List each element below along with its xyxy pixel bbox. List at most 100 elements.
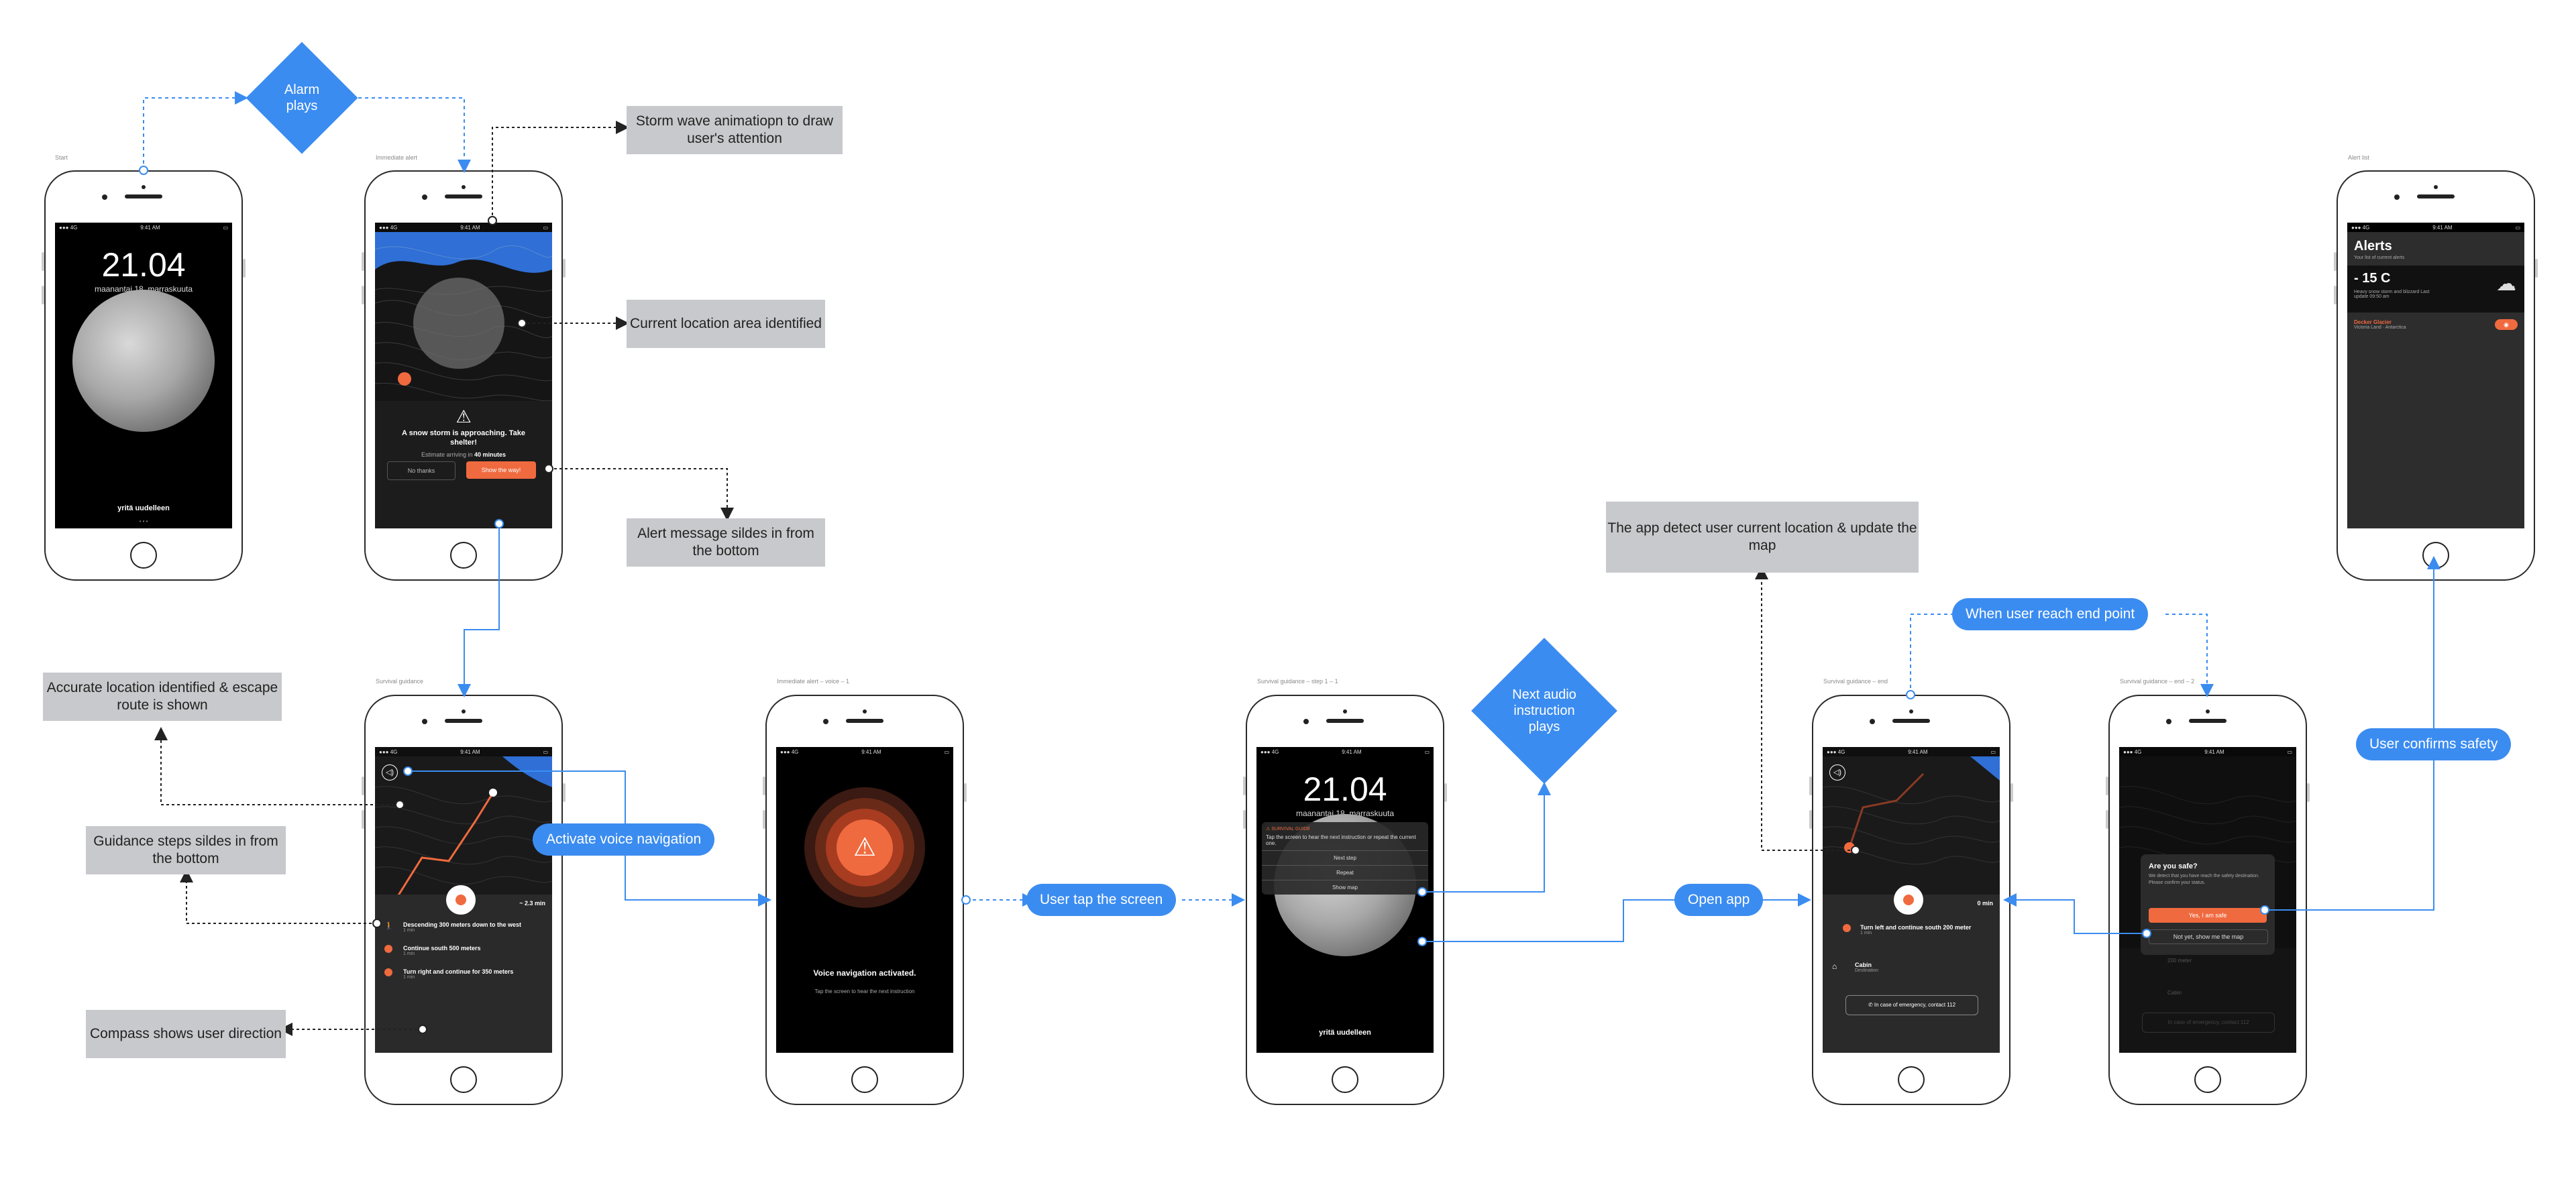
warning-icon: ⚠	[837, 819, 893, 876]
caption-alert-list: Alert list	[2348, 154, 2370, 161]
pill-confirms-safety: User confirms safety	[2356, 728, 2512, 760]
home-button[interactable]	[130, 542, 157, 569]
no-thanks-button[interactable]: No thanks	[387, 461, 455, 480]
dimmed-step: 200 meter	[2167, 958, 2192, 964]
guidance-sheet: ~ 2.3 min 🚶 Descending 300 meters down t…	[375, 885, 552, 1053]
note-accurate-location: Accurate location identified & escape ro…	[43, 673, 282, 721]
alarm-plays-label: Alarm plays	[284, 82, 320, 113]
note-app-detect: The app detect user current location & u…	[1606, 502, 1919, 573]
home-button[interactable]	[1332, 1066, 1358, 1093]
alert-sheet: ⚠ A snow storm is approaching. Take shel…	[375, 401, 552, 528]
pill-activate-voice: Activate voice navigation	[533, 823, 715, 856]
dest-title: Cabin	[1855, 962, 1872, 968]
emergency-label: In case of emergency, contact 112	[1874, 1002, 1956, 1008]
show-way-button[interactable]: Show the way!	[466, 461, 536, 479]
phone-icon: ✆	[1868, 1002, 1874, 1008]
note-compass: Compass shows user direction	[86, 1010, 286, 1058]
alerts-subtitle: Your list of current alerts	[2354, 255, 2405, 260]
alert-eta-value: 40 minutes	[474, 451, 506, 458]
alert-eta-prefix: Estimate arriving in	[421, 451, 473, 458]
caption-end2: Survival guidance – end – 2	[2120, 678, 2195, 685]
caption-start: Start	[55, 154, 68, 161]
compass-icon	[446, 885, 476, 915]
voice-title: Voice navigation activated.	[813, 968, 916, 978]
lock-time: 21.04	[1303, 770, 1387, 808]
caption-immediate-alert: Immediate alert	[376, 154, 418, 161]
home-button[interactable]	[1898, 1066, 1925, 1093]
pill-open-app: Open app	[1674, 884, 1764, 916]
home-button[interactable]	[2422, 542, 2449, 569]
walk-icon: 🚶	[384, 922, 394, 930]
alert-item-sub: Victoria Land · Antarctica	[2354, 325, 2406, 330]
weather-card[interactable]: - 15 C Heavy snow storm and blizzard Las…	[2347, 266, 2524, 312]
step-sub: 1 min	[403, 975, 415, 980]
dest-sub: Destination	[1855, 968, 1879, 973]
lock-bottom-text: yritä uudelleen	[117, 504, 170, 512]
caption-voice: Immediate alert – voice – 1	[777, 678, 850, 685]
emergency-button[interactable]: ✆ In case of emergency, contact 112	[1845, 995, 1978, 1015]
home-button[interactable]	[851, 1066, 878, 1093]
step-sub: 1 min	[1860, 931, 1872, 935]
caption-survival-guidance: Survival guidance	[376, 678, 424, 685]
next-audio-decision: Next audio instruction plays	[1470, 637, 1618, 785]
alert-item-title: Decker Glacier	[2354, 319, 2392, 325]
storm-wave-map	[375, 232, 552, 402]
home-button[interactable]	[450, 1066, 477, 1093]
speaker-icon[interactable]: ◁)	[382, 764, 398, 781]
yes-safe-button[interactable]: Yes, I am safe	[2149, 908, 2267, 923]
step-sub: 1 min	[403, 952, 415, 956]
notification-card[interactable]: ⚠ SURVIVAL GUIDE Tap the screen to hear …	[1262, 822, 1428, 895]
caption-end: Survival guidance – end	[1823, 678, 1888, 685]
lock-time: 21.04	[101, 246, 186, 284]
alarm-plays-decision: Alarm plays	[246, 42, 358, 154]
home-button[interactable]	[450, 542, 477, 569]
home-icon: ⌂	[1832, 962, 1837, 971]
next-step-button[interactable]: Next step	[1262, 850, 1428, 865]
next-audio-label: Next audio instruction plays	[1512, 687, 1576, 734]
warning-icon: ⚠	[455, 406, 472, 426]
caption-step: Survival guidance – step 1 – 1	[1257, 678, 1338, 685]
note-guidance-steps: Guidance steps sildes in from the bottom	[86, 826, 286, 874]
moon-image	[72, 290, 215, 432]
show-map-button[interactable]: Show map	[1262, 880, 1428, 895]
repeat-button[interactable]: Repeat	[1262, 865, 1428, 880]
not-yet-button[interactable]: Not yet, show me the map	[2149, 929, 2268, 944]
voice-sub: Tap the screen to hear the next instruct…	[814, 988, 915, 994]
speaker-icon[interactable]: ◁)	[1829, 764, 1845, 781]
note-storm-wave: Storm wave animatiopn to draw user's att…	[627, 106, 843, 154]
alert-title: A snow storm is approaching. Take shelte…	[402, 429, 525, 447]
guidance-sheet: 0 min Turn left and continue south 200 m…	[1823, 885, 2000, 1053]
pill-user-tap: User tap the screen	[1026, 884, 1177, 916]
location-badge[interactable]: ◉	[2495, 319, 2518, 330]
dimmed-sheet: 200 meter Cabin In case of emergency, co…	[2119, 948, 2296, 1053]
step-title: Turn left and continue south 200 meter	[1860, 924, 1972, 931]
guidance-distance: 0 min	[1977, 900, 1993, 907]
lock-date: maanantai 18. marraskuuta	[1295, 809, 1395, 818]
snow-cloud-icon: ☁	[2496, 273, 2516, 295]
alerts-title: Alerts	[2354, 239, 2392, 253]
alert-list-item[interactable]: Decker Glacier Victoria Land · Antarctic…	[2354, 319, 2518, 330]
modal-text: We detect that you have reach the safety…	[2149, 874, 2259, 885]
temperature: - 15 C	[2354, 271, 2391, 286]
modal-title: Are you safe?	[2149, 862, 2198, 870]
home-button[interactable]	[2194, 1066, 2221, 1093]
note-alert-message: Alert message sildes in from the bottom	[627, 518, 825, 567]
guidance-distance: ~ 2.3 min	[519, 900, 545, 907]
